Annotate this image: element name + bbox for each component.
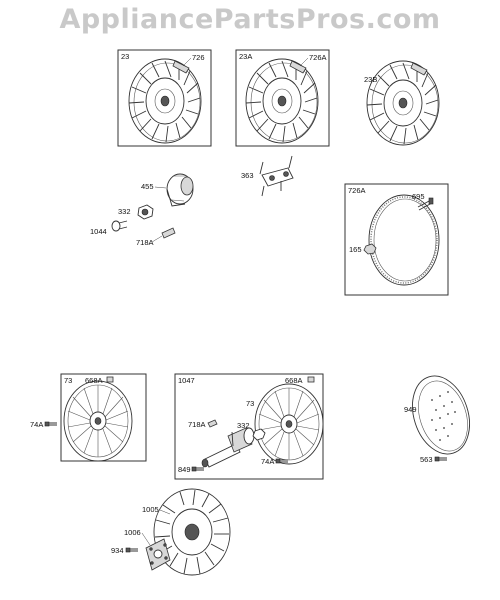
part-1006-plate xyxy=(145,538,171,571)
box-1047-label: 1047 xyxy=(178,376,195,385)
part-1005-fan xyxy=(153,488,231,576)
label-1006: 1006 xyxy=(124,528,141,537)
label-726a: 726A xyxy=(309,53,327,62)
part-332-nut xyxy=(137,204,154,220)
label-726: 726 xyxy=(192,53,205,62)
part-849-bolt xyxy=(191,466,205,472)
label-1044: 1044 xyxy=(90,227,107,236)
part-695-bolt xyxy=(417,197,434,211)
part-668a-screw-1 xyxy=(106,376,114,383)
label-74a-2: 74A xyxy=(261,457,274,466)
part-455-cup xyxy=(166,173,194,207)
flywheel-23b xyxy=(366,60,440,146)
label-74a-1: 74A xyxy=(30,420,43,429)
box-726a-label: 726A xyxy=(348,186,366,195)
label-849: 849 xyxy=(178,465,191,474)
label-165: 165 xyxy=(349,245,362,254)
watermark: AppliancePartsPros.com xyxy=(59,4,441,35)
part-332-nut-2 xyxy=(252,428,266,441)
label-934: 934 xyxy=(111,546,124,555)
box-726a xyxy=(344,183,449,296)
part-74a-bolt-1 xyxy=(44,421,58,427)
part-949-screen xyxy=(412,375,470,455)
part-ring-gear xyxy=(368,194,440,286)
part-363-bracket xyxy=(259,155,294,197)
part-718a-pin-2 xyxy=(207,419,218,428)
label-332: 332 xyxy=(118,207,131,216)
box-23a xyxy=(235,49,330,147)
label-668a-1: 668A xyxy=(85,376,103,385)
fan-screen-1047 xyxy=(254,383,324,465)
label-563: 563 xyxy=(420,455,433,464)
fan-screen-73 xyxy=(63,380,133,462)
box-23-label: 23 xyxy=(121,52,129,61)
label-718a-2: 718A xyxy=(188,420,206,429)
label-1005: 1005 xyxy=(142,505,159,514)
label-695: 695 xyxy=(412,192,425,201)
label-718a: 718A xyxy=(136,238,154,247)
part-clutch-shaft xyxy=(201,427,255,468)
label-73: 73 xyxy=(246,399,254,408)
part-165-nut xyxy=(363,243,377,255)
box-23 xyxy=(117,49,212,147)
part-563-bolt xyxy=(434,456,448,462)
flywheel-23a xyxy=(245,58,319,144)
label-949: 949 xyxy=(404,405,417,414)
box-73-label: 73 xyxy=(64,376,72,385)
part-1044-screw xyxy=(111,220,128,232)
part-934-screw xyxy=(125,547,139,553)
label-455: 455 xyxy=(141,182,154,191)
box-73 xyxy=(60,373,147,462)
part-718a-pin xyxy=(161,227,176,239)
label-332-2: 332 xyxy=(237,421,250,430)
part-668a-screw-2 xyxy=(307,376,315,383)
flywheel-23 xyxy=(128,58,202,144)
label-668a-2: 668A xyxy=(285,376,303,385)
label-23b: 23B xyxy=(364,75,377,84)
box-23a-label: 23A xyxy=(239,52,252,61)
label-363: 363 xyxy=(241,171,254,180)
